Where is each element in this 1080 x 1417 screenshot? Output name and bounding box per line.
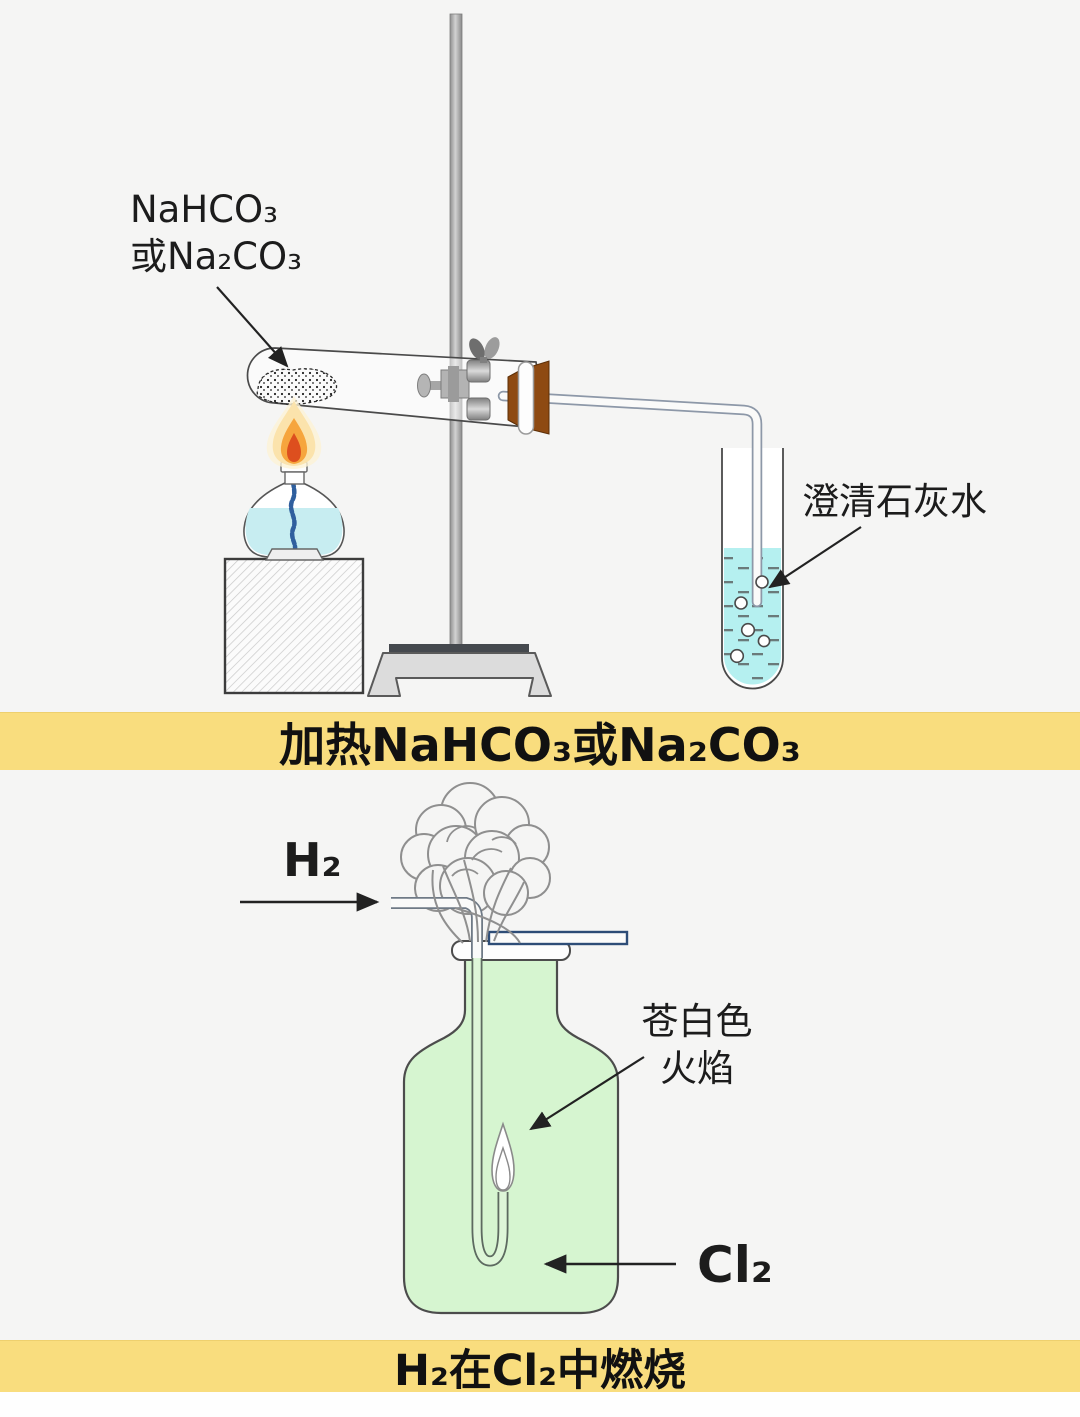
clamp (417, 337, 500, 421)
smoke-cloud (400, 782, 551, 916)
wick (288, 467, 298, 552)
jet-tube (471, 958, 509, 1267)
caption-burning: H₂在Cl₂中燃烧 (394, 1346, 686, 1396)
limewater-label: 澄清石灰水 (802, 480, 987, 523)
heating-experiment-diagram (216, 13, 862, 697)
pale-flame-label: 苍白色 火焰 (641, 1000, 753, 1090)
caption-banner-heating: 加热NaHCO₃或Na₂CO₃ (0, 712, 1080, 772)
glass-cover-plate (487, 930, 629, 946)
alcohol-lamp (243, 461, 345, 561)
flame-icon (266, 396, 322, 469)
h2-label: H₂ (283, 833, 342, 887)
clamp-screw-knob (417, 373, 431, 398)
pale-flame-icon (491, 1121, 515, 1192)
limewater-arrow (768, 526, 862, 589)
powder-sample (256, 368, 338, 405)
caption-banner-burning: H₂在Cl₂中燃烧 (0, 1340, 1080, 1396)
bottom-margin (0, 1392, 1080, 1417)
stand-base (367, 644, 552, 697)
h2-in-cl2-diagram (240, 782, 676, 1315)
delivery-tube (497, 390, 763, 608)
stand-rod (449, 13, 463, 649)
pale-flame-arrow (529, 1056, 645, 1131)
smoke-streamers (431, 859, 525, 944)
bubbles (729, 575, 771, 664)
reagent-label: NaHCO₃ 或Na₂CO₃ (130, 188, 302, 278)
limewater-tube-outline (721, 448, 784, 690)
gas-bottle (402, 957, 620, 1315)
cl2-label: Cl₂ (697, 1236, 773, 1294)
reagent-arrow (216, 286, 289, 368)
rubber-stopper (507, 360, 550, 435)
caption-heating: 加热NaHCO₃或Na₂CO₃ (279, 717, 801, 772)
wing-nut-icon (469, 337, 500, 363)
wood-block (223, 557, 365, 695)
